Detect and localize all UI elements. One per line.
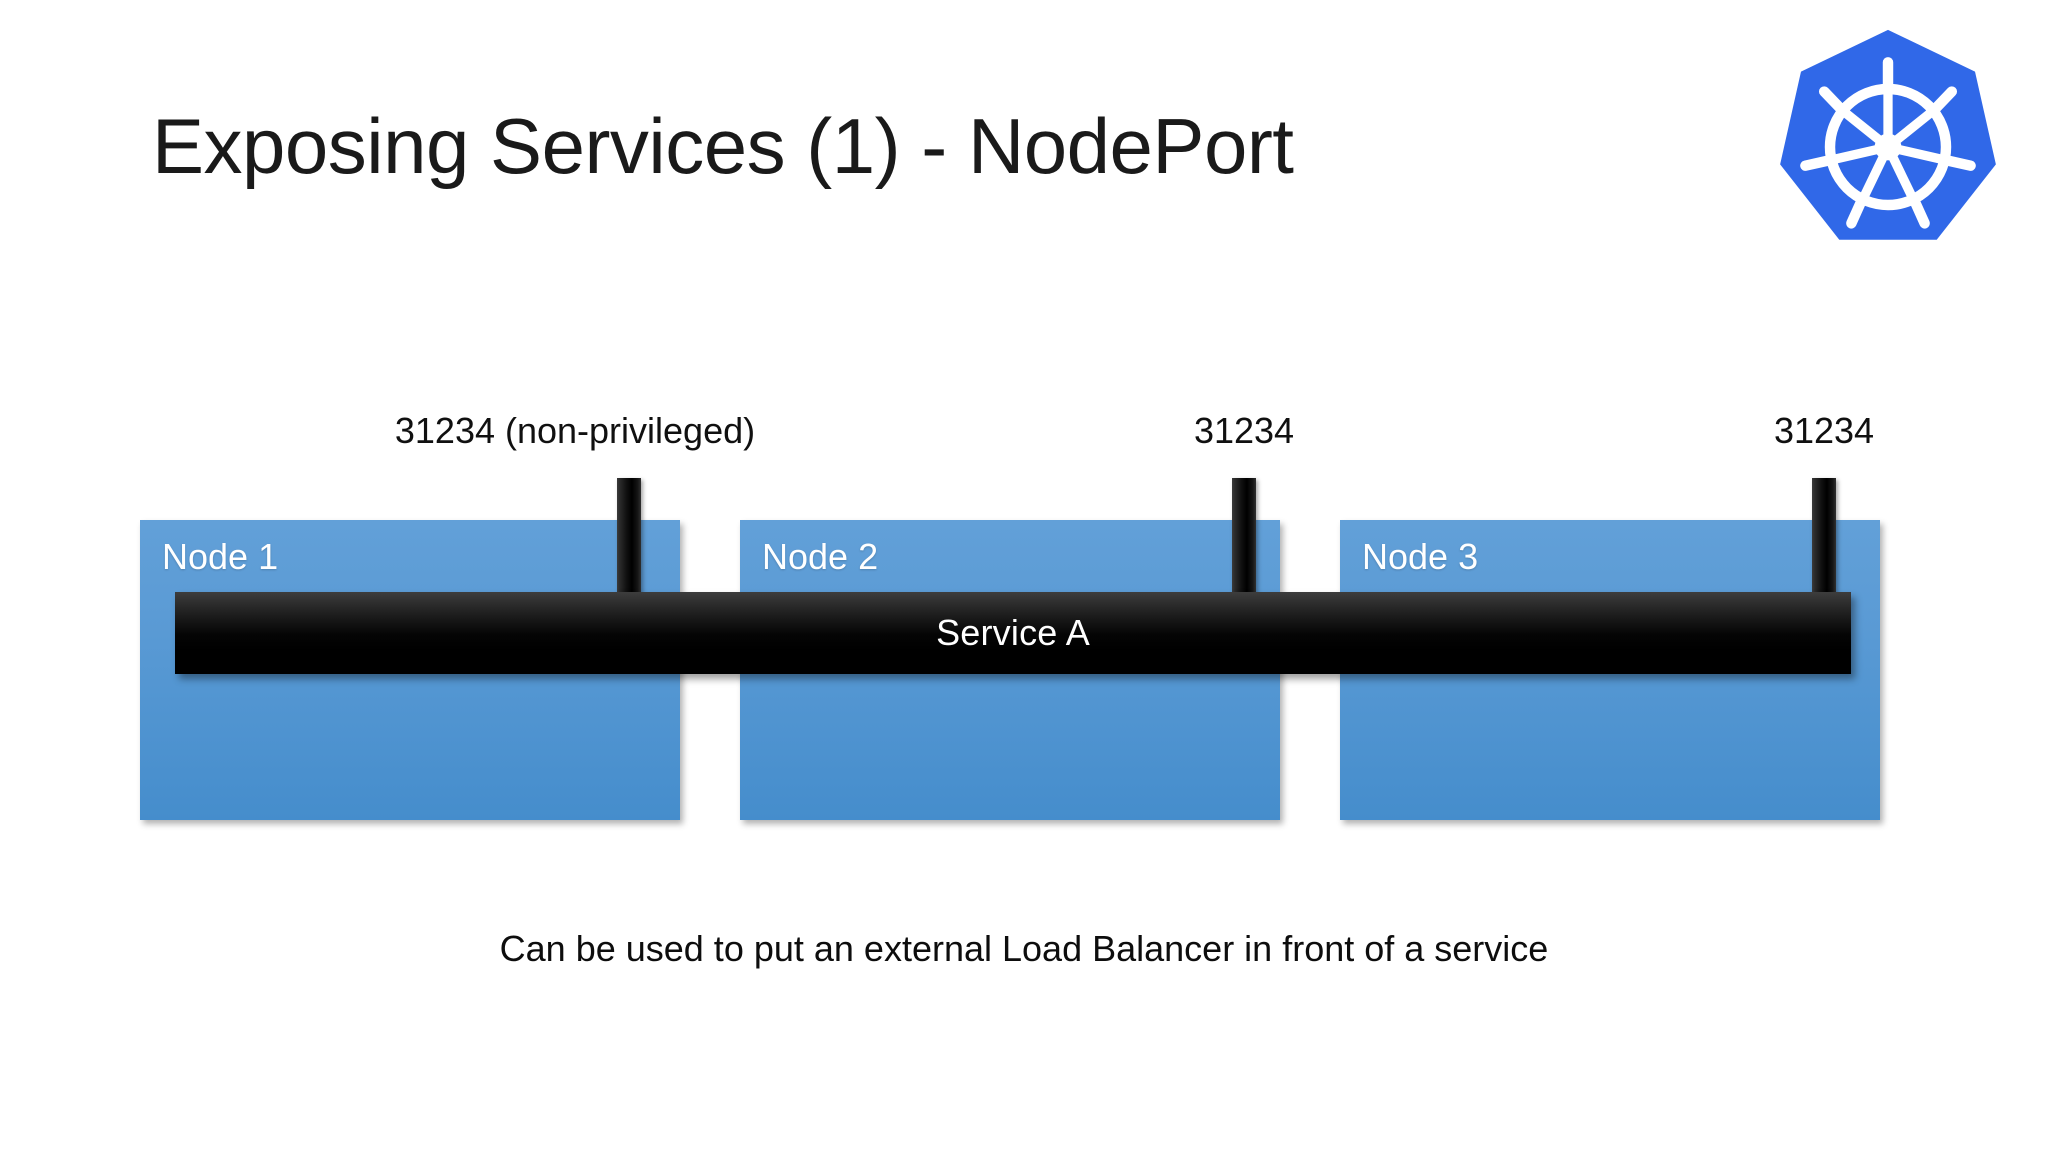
nodeport-label-2: 31234 (1193, 410, 1295, 451)
slide-caption: Can be used to put an external Load Bala… (499, 928, 1549, 969)
node-label-3: Node 3 (1362, 536, 1479, 577)
service-bar-label: Service A (936, 612, 1090, 653)
node-label-1: Node 1 (162, 536, 279, 577)
nodeport-bar-2 (1232, 478, 1256, 610)
kubernetes-logo (1772, 22, 2004, 272)
node-label-2: Node 2 (762, 536, 879, 577)
nodeport-bar-1 (617, 478, 641, 610)
nodeport-label-3: 31234 (1773, 410, 1875, 451)
nodeport-label-1: 31234 (non-privileged) (394, 410, 756, 451)
nodeport-bar-3 (1812, 478, 1836, 610)
page-title: Exposing Services (1) - NodePort (152, 102, 1294, 190)
service-bar: Service A (175, 592, 1851, 674)
